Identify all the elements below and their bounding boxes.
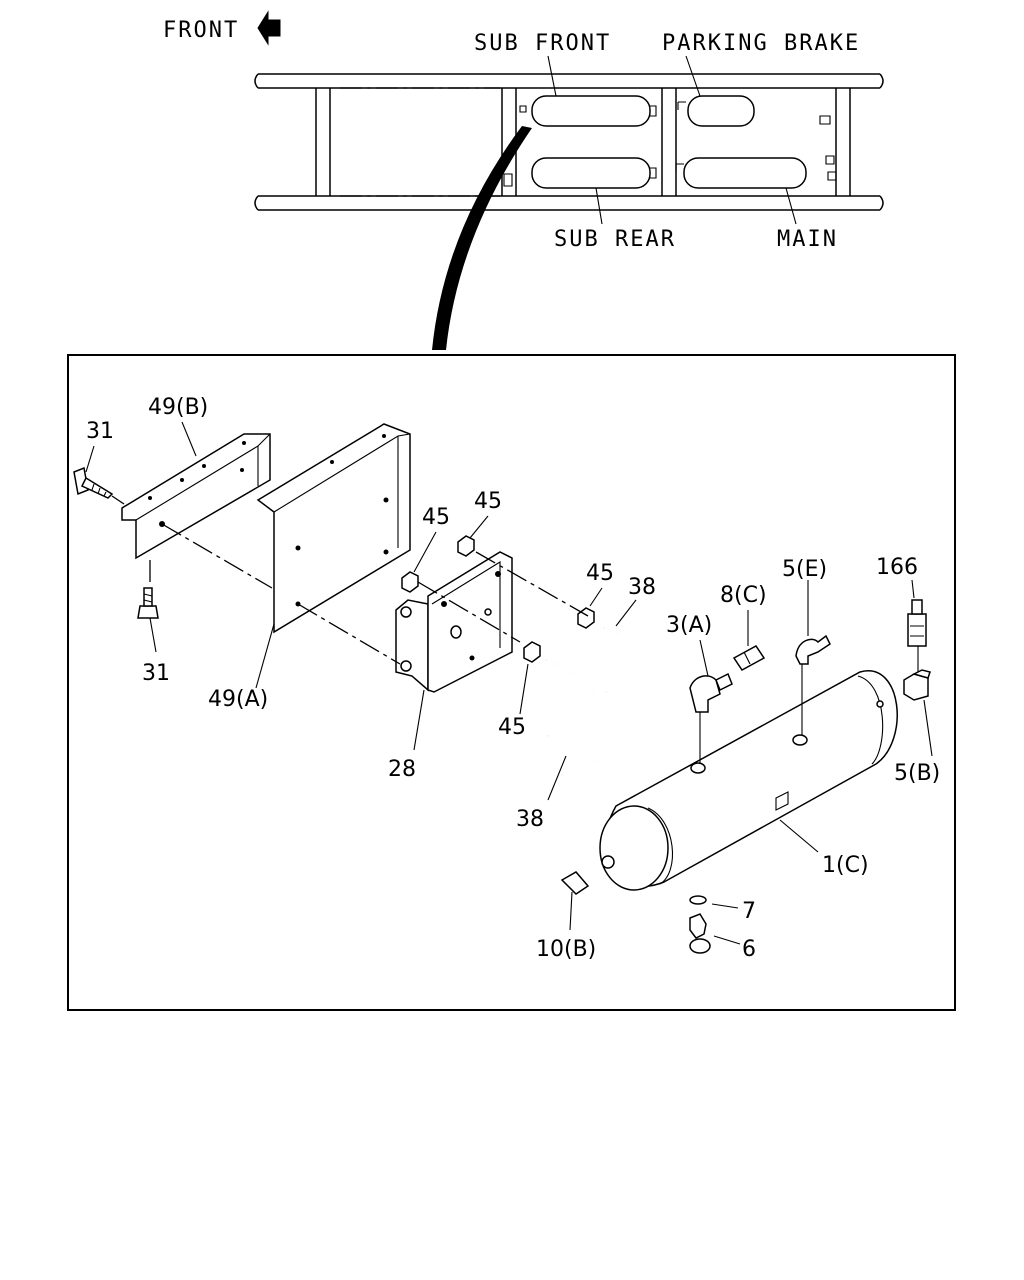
callout-31-top: 31 bbox=[86, 419, 114, 444]
valve-166 bbox=[907, 599, 927, 674]
sub-rear-label: SUB REAR bbox=[554, 227, 676, 252]
sub-front-tank bbox=[531, 95, 657, 127]
fitting-6 bbox=[689, 913, 711, 954]
callout-3a: 3(A) bbox=[666, 613, 712, 638]
bracket-49b bbox=[121, 433, 271, 560]
gasket-7 bbox=[689, 895, 707, 905]
sub-rear-tank bbox=[531, 157, 657, 189]
callout-6: 6 bbox=[742, 937, 756, 962]
callout-49b: 49(B) bbox=[148, 395, 208, 420]
hose-38-lower bbox=[545, 658, 619, 765]
assembly-lines bbox=[111, 495, 589, 665]
elbow-3a bbox=[689, 672, 733, 774]
callout-45-d: 45 bbox=[498, 715, 526, 740]
callout-7: 7 bbox=[742, 899, 756, 924]
callout-5e: 5(E) bbox=[782, 557, 827, 582]
parking-brake-tank bbox=[677, 95, 755, 127]
bolt-31-bottom bbox=[137, 587, 159, 619]
bracket-28 bbox=[395, 551, 513, 693]
front-arrow-icon bbox=[257, 10, 281, 46]
connector-8c bbox=[732, 645, 766, 671]
callout-10b: 10(B) bbox=[536, 937, 596, 962]
sub-front-label: SUB FRONT bbox=[474, 31, 611, 56]
chassis-overview: FRONT bbox=[163, 10, 884, 350]
callout-5b: 5(B) bbox=[894, 761, 940, 786]
callout-38-a: 38 bbox=[628, 575, 656, 600]
callout-45-c: 45 bbox=[586, 561, 614, 586]
callout-leaders bbox=[85, 421, 933, 945]
parking-brake-label: PARKING BRAKE bbox=[662, 31, 860, 56]
plate-49a bbox=[256, 423, 411, 634]
air-tank-1c bbox=[599, 670, 898, 891]
main-label: MAIN bbox=[777, 227, 838, 252]
callout-49a: 49(A) bbox=[208, 687, 268, 712]
callout-1c: 1(C) bbox=[822, 853, 869, 878]
callout-45-a: 45 bbox=[422, 505, 450, 530]
hose-38-upper bbox=[603, 626, 671, 726]
bolt-31-top bbox=[73, 466, 114, 499]
tee-5b bbox=[903, 669, 931, 701]
callout-38-b: 38 bbox=[516, 807, 544, 832]
callout-28: 28 bbox=[388, 757, 416, 782]
detail-frame bbox=[67, 354, 956, 1011]
chassis-frame bbox=[254, 73, 884, 211]
detail-pointer bbox=[432, 126, 532, 350]
elbow-5e bbox=[792, 634, 831, 746]
callout-31-bottom: 31 bbox=[142, 661, 170, 686]
drain-plug-10b bbox=[560, 855, 615, 895]
callout-45-b: 45 bbox=[474, 489, 502, 514]
callout-8c: 8(C) bbox=[720, 583, 767, 608]
front-direction-label: FRONT bbox=[163, 18, 239, 43]
callout-166: 166 bbox=[876, 555, 918, 580]
main-tank bbox=[675, 157, 807, 189]
